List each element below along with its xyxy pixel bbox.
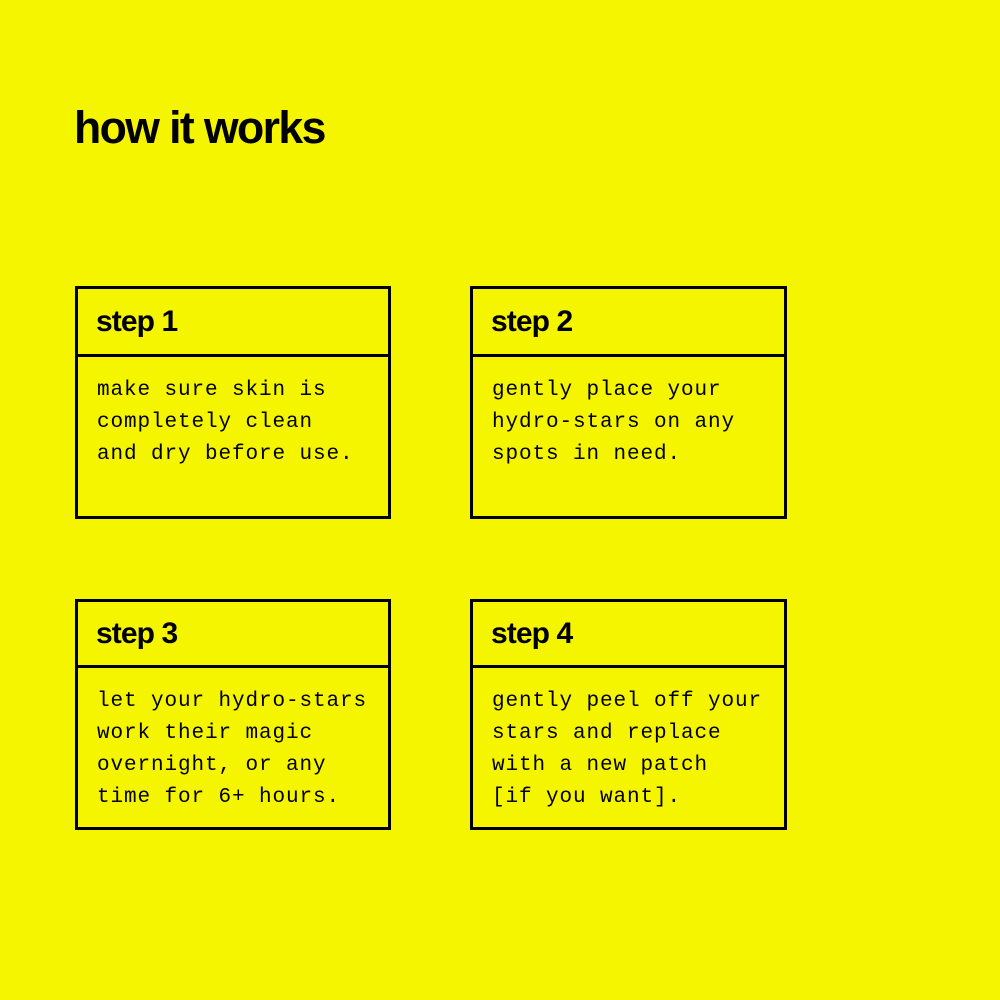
step-card-1: step 1 make sure skin is completely clea… xyxy=(75,286,391,519)
step-card-2-title: step 2 xyxy=(491,304,573,338)
step-card-3-body: let your hydro-stars work their magic ov… xyxy=(78,668,388,814)
step-card-3: step 3 let your hydro-stars work their m… xyxy=(75,599,391,830)
step-card-1-header: step 1 xyxy=(78,289,388,357)
step-card-2-body: gently place your hydro-stars on any spo… xyxy=(473,357,784,471)
step-card-4-text: gently peel off your stars and replace w… xyxy=(492,690,763,809)
step-card-4-body: gently peel off your stars and replace w… xyxy=(473,668,784,814)
step-card-4: step 4 gently peel off your stars and re… xyxy=(470,599,787,830)
step-card-3-title: step 3 xyxy=(96,616,178,650)
step-card-2-header: step 2 xyxy=(473,289,784,357)
step-card-3-header: step 3 xyxy=(78,602,388,668)
step-card-1-title: step 1 xyxy=(96,304,178,338)
steps-grid: step 1 make sure skin is completely clea… xyxy=(75,286,787,830)
step-card-1-text: make sure skin is completely clean and d… xyxy=(97,379,354,466)
step-card-4-header: step 4 xyxy=(473,602,784,668)
page-title: how it works xyxy=(74,102,326,153)
step-card-3-text: let your hydro-stars work their magic ov… xyxy=(97,690,368,809)
step-card-2-text: gently place your hydro-stars on any spo… xyxy=(492,379,736,466)
step-card-4-title: step 4 xyxy=(491,616,573,650)
step-card-2: step 2 gently place your hydro-stars on … xyxy=(470,286,787,519)
step-card-1-body: make sure skin is completely clean and d… xyxy=(78,357,388,471)
